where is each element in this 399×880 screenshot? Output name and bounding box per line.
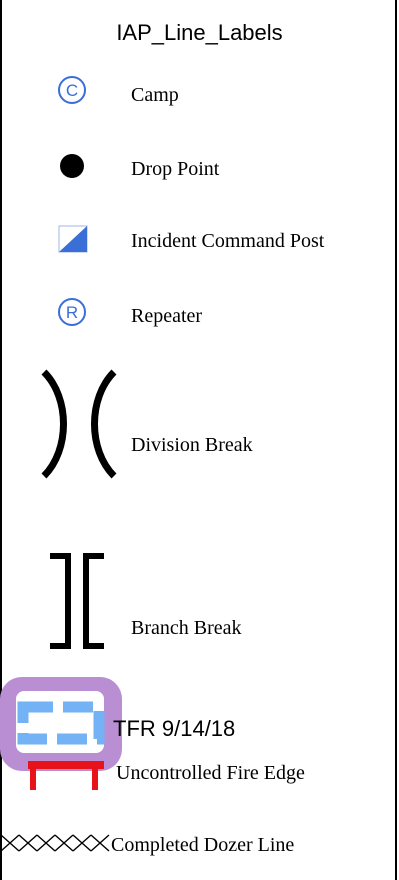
- legend-label-incident-command-post: Incident Command Post: [131, 230, 325, 252]
- legend-label-branch-break: Branch Break: [131, 617, 242, 639]
- circled-r-icon: R: [58, 298, 86, 326]
- half-filled-square-icon: [58, 225, 88, 253]
- legend-label-division-break: Division Break: [131, 434, 253, 456]
- circled-c-icon: C: [58, 76, 86, 104]
- legend-label-completed-dozer-line: Completed Dozer Line: [111, 834, 295, 856]
- crosshatch-line-icon: [0, 834, 110, 852]
- legend-label-camp: Camp: [131, 84, 179, 106]
- legend-label-drop-point: Drop Point: [131, 158, 220, 180]
- legend-title: IAP_Line_Labels: [116, 20, 283, 45]
- legend-label-uncontrolled-fire-edge: Uncontrolled Fire Edge: [116, 762, 305, 784]
- svg-text:C: C: [66, 81, 78, 100]
- fire-edge-line-icon: [28, 761, 104, 790]
- tfr-label: TFR 9/14/18: [113, 716, 236, 741]
- legend-label-repeater: Repeater: [131, 305, 203, 327]
- svg-text:R: R: [66, 303, 78, 322]
- tfr-boundary-icon: [0, 677, 122, 771]
- division-break-icon: [41, 369, 117, 479]
- branch-break-icon: [50, 553, 104, 649]
- filled-circle-icon: [60, 154, 84, 178]
